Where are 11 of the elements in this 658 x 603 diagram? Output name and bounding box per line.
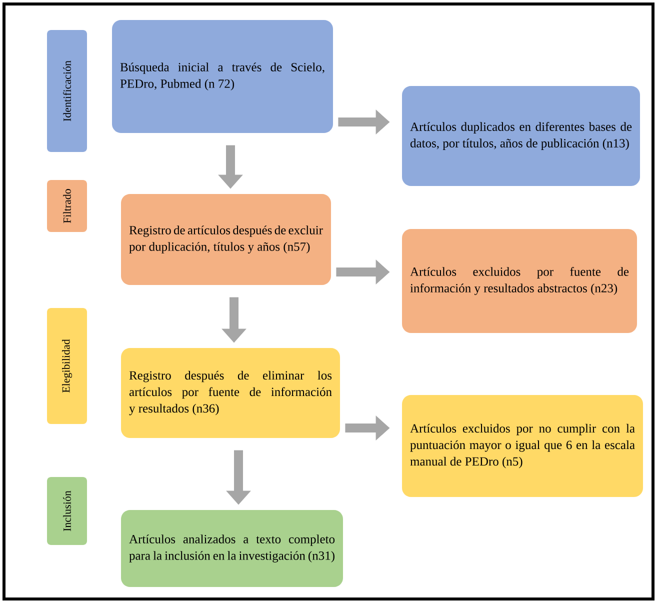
process-box: Artículos excluidos por fuente de información y resultados abstractos (n23) bbox=[402, 229, 637, 333]
stage-label: Inclusión bbox=[47, 477, 87, 545]
process-box: Artículos duplicados en diferentes bases de datos, por títulos, años de publicación (n13) bbox=[402, 86, 640, 186]
process-box: Artículos excluidos por no cumplir con la puntuación mayor o igual que 6 en la escala manual de PEDro (n5) bbox=[402, 395, 643, 497]
process-box: Búsqueda inicial a través de Scielo, PEDro, Pubmed (n 72) bbox=[112, 20, 333, 133]
stage-label: Filtrado bbox=[47, 180, 87, 232]
stage-label: Identificación bbox=[47, 30, 87, 152]
process-box: Registro de artículos después de excluir por duplicación, títulos y años (n57) bbox=[121, 194, 331, 285]
stage-label: Elegibilidad bbox=[47, 308, 87, 424]
process-box: Artículos analizados a texto completo para la inclusión en la investigación (n31) bbox=[121, 510, 343, 587]
process-box: Registro después de eliminar los artículos por fuente de información y resultados (n36) bbox=[121, 348, 340, 438]
